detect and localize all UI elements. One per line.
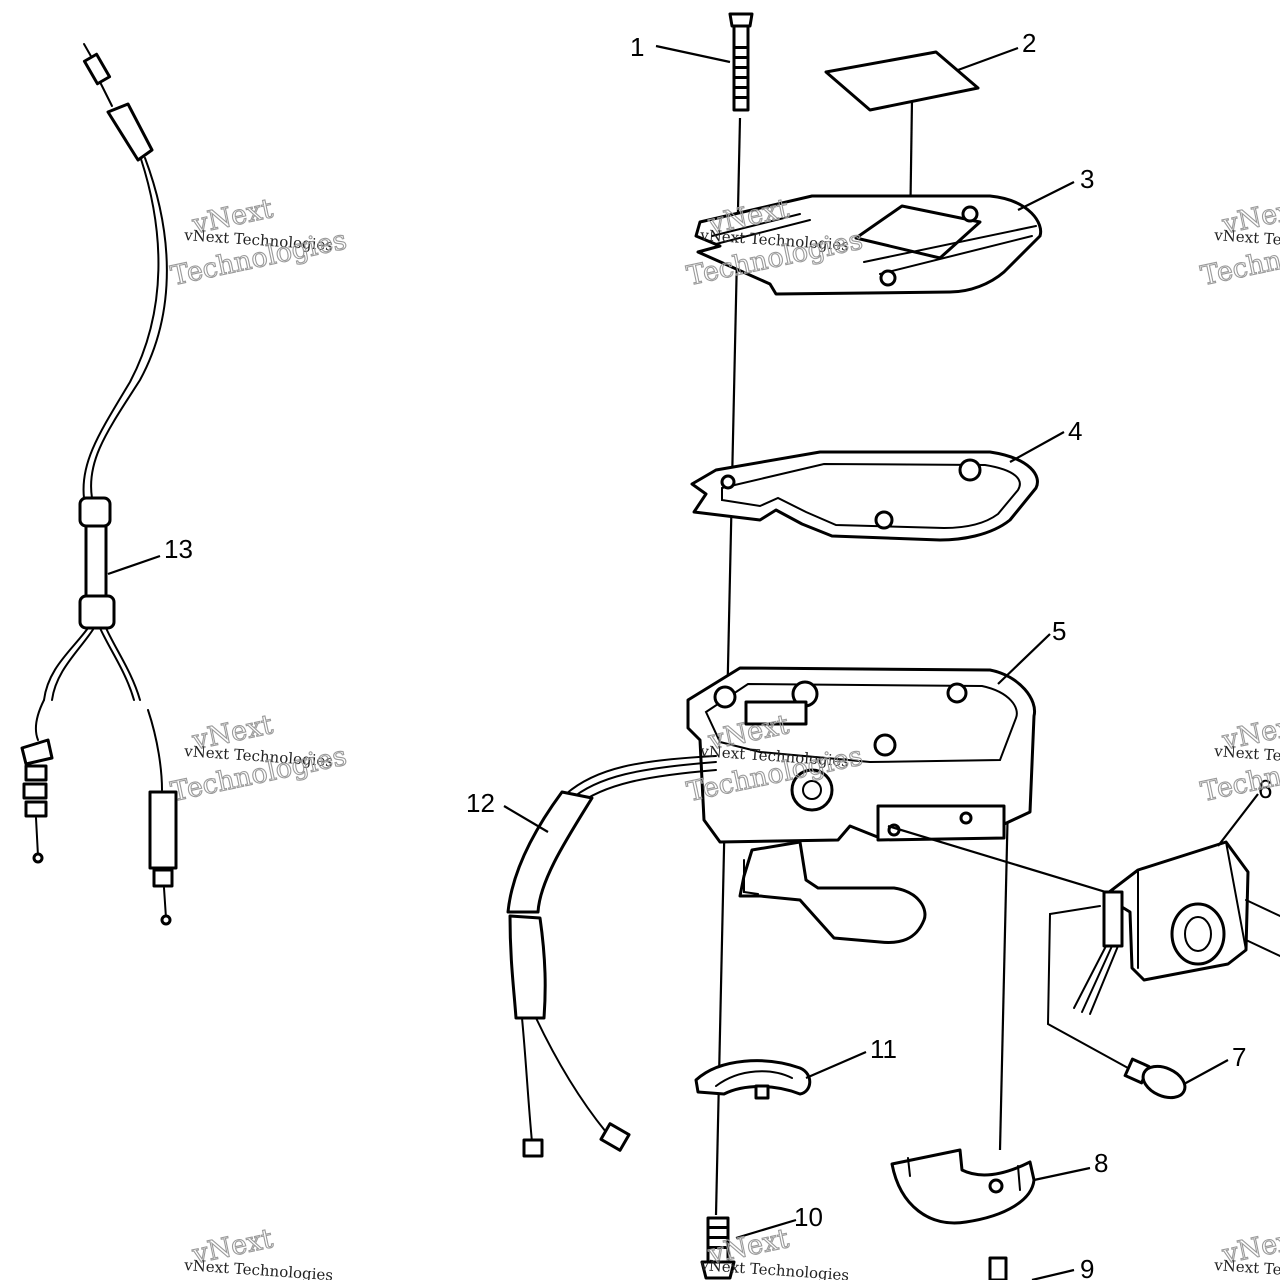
svg-text:vNext Technologies: vNext Technologies <box>1213 1256 1280 1280</box>
watermark-7: vNext vNext Technologies <box>183 1223 334 1280</box>
callout-2: 2 <box>1022 28 1036 58</box>
callout-8: 8 <box>1094 1148 1108 1178</box>
gasket <box>690 450 1039 542</box>
callout-1: 1 <box>630 32 644 62</box>
watermark: vNext vNext Technologies Technologies vN… <box>168 193 1280 1280</box>
screw-upper <box>728 12 754 112</box>
callout-3: 3 <box>1080 164 1094 194</box>
indicator-bulb <box>1123 1057 1187 1100</box>
callout-4: 4 <box>1068 416 1082 446</box>
assembly-axis-left <box>714 117 742 1216</box>
retainer-clip <box>694 1059 812 1100</box>
throttle-cable-assembly <box>20 43 178 926</box>
callout-6: 6 <box>1258 774 1272 804</box>
wire-harness <box>506 755 717 1158</box>
callout-10: 10 <box>794 1202 823 1232</box>
watermark-1: vNext vNext Technologies Technologies <box>168 193 350 293</box>
watermark-4: vNext vNext Technologies Technologies <box>168 709 350 809</box>
throttle-housing <box>686 666 1037 944</box>
callout-5: 5 <box>1052 616 1066 646</box>
leader-lines <box>107 44 1259 1280</box>
callout-9: 9 <box>1080 1254 1094 1280</box>
watermark-3: vNext vNext Technologies Technologies <box>1198 193 1280 293</box>
callout-12: 12 <box>466 788 495 818</box>
switch-block <box>887 824 1280 1069</box>
cover-plate <box>694 194 1043 296</box>
callout-11: 11 <box>870 1034 897 1064</box>
lower-clamp <box>890 1148 1036 1225</box>
decal <box>824 50 980 112</box>
nut <box>988 1256 1008 1280</box>
screw-lower <box>700 1216 736 1280</box>
watermark-9: vNext vNext Technologies <box>1213 1223 1280 1280</box>
callout-7: 7 <box>1232 1042 1246 1072</box>
assembly-axis-right <box>998 799 1010 1151</box>
callout-labels: 1 2 3 4 5 6 7 8 9 10 11 12 13 <box>164 28 1272 1280</box>
callout-13: 13 <box>164 534 193 564</box>
watermark-6: vNext vNext Technologies Technologies <box>1198 709 1280 809</box>
svg-text:vNext Technologies: vNext Technologies <box>183 1256 334 1280</box>
